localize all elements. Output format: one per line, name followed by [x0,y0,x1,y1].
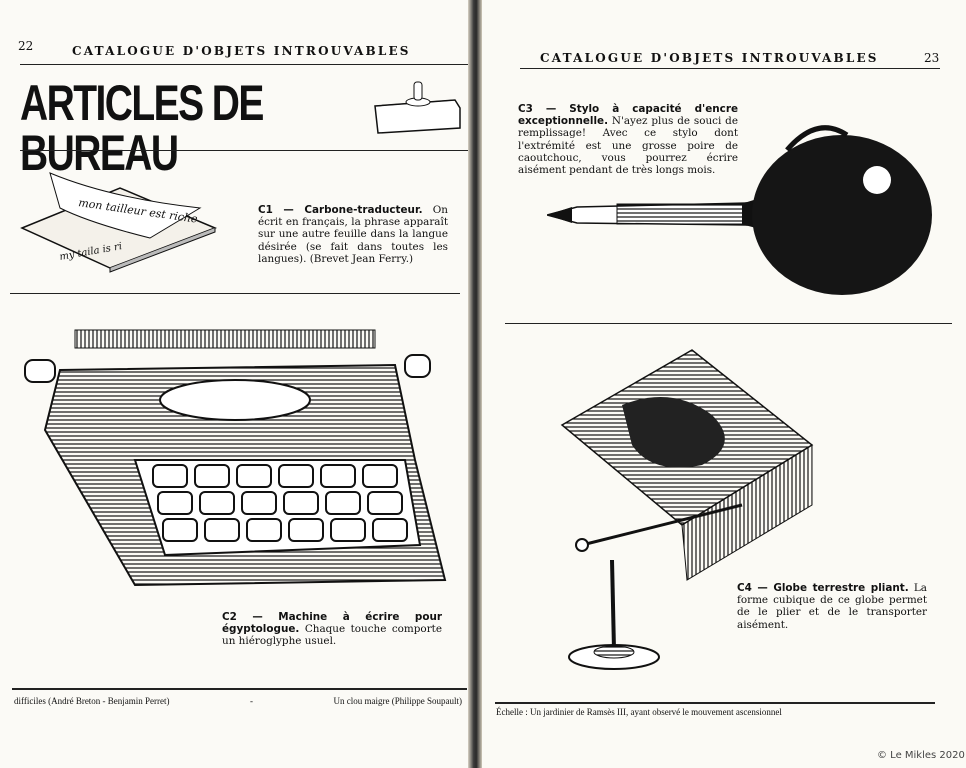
footer-separator: - [250,696,254,706]
footer: Échelle : Un jardinier de Ramsès III, ay… [496,707,782,717]
book-gutter [468,0,482,768]
footer-right: Un clou maigre (Philippe Soupault) [333,696,462,706]
item-title: C1 — Carbone-traducteur. [258,204,423,216]
item-body: On écrit en français, la phrase apparaît… [258,204,448,265]
typewriter-illustration [24,329,447,587]
section-title: ARTICLES DE BUREAU [20,75,264,181]
divider [12,688,467,690]
item-title: C2 — Machine à écrire pour égyptologue. [222,611,442,636]
item-c4: C4 — Globe terrestre pliant. La forme cu… [737,582,927,631]
item-title: C3 — Stylo à capacité d'encre exceptionn… [518,103,738,128]
divider [20,64,468,65]
footer-left: difficiles (André Breton - Benjamin Perr… [14,696,170,706]
divider [505,323,952,324]
footer-row: difficiles (André Breton - Benjamin Perr… [14,696,462,706]
item-body: N'ayez plus de souci de remplissage! Ave… [518,115,738,177]
left-page: 22 CATALOGUE D'OBJETS INTROUVABLES ARTIC… [0,0,470,768]
running-head: CATALOGUE D'OBJETS INTROUVABLES [72,44,411,58]
item-c2: C2 — Machine à écrire pour égyptologue. … [222,611,442,648]
divider [495,702,935,704]
page-number: 22 [18,39,34,53]
running-head: CATALOGUE D'OBJETS INTROUVABLES [540,51,879,65]
item-title: C4 — Globe terrestre pliant. [737,582,909,594]
divider [10,293,460,294]
carbon-translator-illustration: mon tailleur est riche my taila is ri [20,172,218,273]
item-c1: C1 — Carbone-traducteur. On écrit en fra… [258,204,448,265]
right-page: CATALOGUE D'OBJETS INTROUVABLES 23 C3 — … [482,0,966,768]
divider [520,68,940,69]
item-c3: C3 — Stylo à capacité d'encre exceptionn… [518,103,738,176]
folding-globe-illustration [560,349,814,670]
item-body: Chaque touche comporte un hiéroglyphe us… [222,623,442,648]
blotter-illustration [374,81,461,134]
item-body: La forme cubique de ce globe permet de l… [737,582,927,631]
divider [20,150,468,151]
page-number: 23 [924,51,940,65]
pen-illustration [547,125,932,295]
copyright-watermark: © Le Mikles 2020 [877,750,965,761]
